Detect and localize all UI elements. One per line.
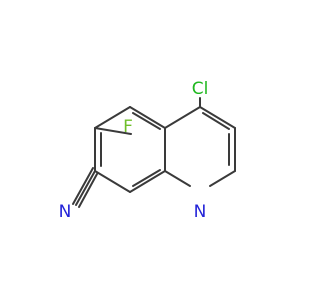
bond-c4a-c5: [129, 106, 166, 129]
bond-c8-c8a: [129, 170, 166, 193]
bond-c4-c3: [199, 106, 236, 129]
bond-c4-c3-inner: [202, 112, 230, 130]
bond-c4a-c4: [164, 106, 201, 129]
bond-c5-c6: [94, 106, 131, 129]
bond-c6-f: [94, 127, 132, 135]
atom-label-fluorine: F: [123, 117, 133, 137]
bond-cn-triple-a: [72, 167, 94, 205]
molecule-structure: Cl F N N: [59, 79, 236, 222]
bond-c7-c8: [94, 170, 131, 193]
bond-cn-triple-b: [78, 173, 98, 208]
bond-c8-c8a-inner: [132, 169, 161, 187]
bond-c4a-c5-inner: [132, 112, 161, 130]
bond-layer: [72, 97, 236, 208]
atom-label-nitrile-nitrogen: N: [59, 202, 72, 222]
atom-label-chlorine: Cl: [192, 79, 209, 99]
bond-c2-n1: [209, 170, 236, 187]
bond-n1-c8a: [164, 170, 191, 187]
bond-c7-cn: [75, 170, 96, 206]
atom-label-ring-nitrogen: N: [194, 202, 207, 222]
atom-label-layer: Cl F N N: [59, 79, 209, 222]
